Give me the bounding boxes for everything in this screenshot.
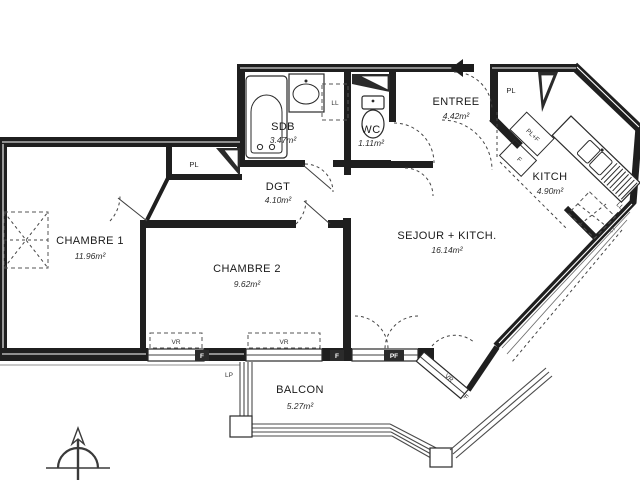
svg-text:9.62m²: 9.62m² bbox=[234, 279, 262, 289]
closet-f: F bbox=[498, 138, 538, 178]
svg-text:PF: PF bbox=[390, 353, 398, 360]
window-label: F bbox=[462, 393, 470, 401]
shutter-label: VR bbox=[443, 373, 455, 384]
svg-text:CHAMBRE 1: CHAMBRE 1 bbox=[56, 235, 124, 247]
svg-text:3.47m²: 3.47m² bbox=[270, 135, 298, 145]
sejour-door-arc bbox=[404, 167, 434, 197]
svg-text:WC: WC bbox=[361, 124, 380, 136]
room-labels: CHAMBRE 1 11.96m² CHAMBRE 2 9.62m² SDB 3… bbox=[56, 86, 567, 411]
washer-slot-sdb: LL bbox=[321, 83, 349, 121]
bathtub bbox=[245, 75, 288, 159]
sdb-door-leaf bbox=[302, 164, 332, 190]
svg-text:ENTREE: ENTREE bbox=[432, 96, 479, 108]
closet-pl-f: PL+F bbox=[509, 111, 555, 157]
door-arc bbox=[431, 334, 475, 347]
svg-text:BALCON: BALCON bbox=[276, 384, 324, 396]
svg-text:1.11m²: 1.11m² bbox=[358, 138, 385, 148]
duct-wedge-1 bbox=[216, 148, 240, 176]
svg-text:4.90m²: 4.90m² bbox=[537, 186, 565, 196]
svg-text:SEJOUR + KITCH.: SEJOUR + KITCH. bbox=[397, 230, 496, 242]
room-label-entree: ENTREE 4.42m² bbox=[432, 96, 479, 121]
cupboard-label: C bbox=[608, 226, 616, 235]
kitchen-boundary bbox=[496, 112, 567, 229]
balcony-railing bbox=[229, 211, 631, 468]
shutter-box-chambre2: VR bbox=[247, 332, 321, 349]
railing-post bbox=[429, 447, 453, 468]
window-chambre2 bbox=[245, 348, 323, 362]
appliance-bay: LL C bbox=[567, 190, 625, 240]
closet-pl-f-label: PL+F bbox=[524, 128, 540, 144]
south-wall-and-windows: VR VR F F PF bbox=[0, 315, 419, 366]
closet-f-label: F bbox=[515, 156, 523, 164]
kitchen-door-arc bbox=[441, 119, 493, 171]
window-sejour-diagonal: VR F bbox=[415, 334, 475, 401]
walls bbox=[0, 62, 640, 392]
room-label-kitch: KITCH 4.90m² bbox=[533, 171, 568, 196]
washbasin bbox=[288, 73, 325, 113]
chambre2-door-leaf bbox=[303, 200, 331, 225]
room-label-sdb: SDB 3.47m² bbox=[270, 121, 298, 145]
closet-label-2: PL bbox=[506, 86, 515, 95]
lp-label: LP bbox=[225, 372, 233, 379]
room-label-chambre1: CHAMBRE 1 11.96m² bbox=[56, 235, 124, 261]
closet-label-1: PL bbox=[189, 160, 198, 169]
duct-wedge-2 bbox=[538, 72, 558, 112]
room-label-chambre2: CHAMBRE 2 9.62m² bbox=[213, 263, 281, 289]
svg-text:5.27m²: 5.27m² bbox=[287, 401, 315, 411]
room-label-wc: WC 1.11m² bbox=[358, 124, 385, 148]
svg-text:16.14m²: 16.14m² bbox=[431, 245, 463, 255]
sdb-door-arc bbox=[304, 163, 334, 193]
window-tag-pf: PF bbox=[384, 350, 404, 361]
door-arc bbox=[384, 315, 419, 350]
washer-label-kitchen: LL bbox=[615, 201, 625, 211]
wc-basin bbox=[352, 74, 390, 92]
svg-text:F: F bbox=[200, 353, 204, 360]
washer-label: LL bbox=[331, 100, 339, 107]
shutter-label: VR bbox=[171, 339, 180, 346]
chambre2-door-arc bbox=[295, 199, 307, 225]
svg-text:11.96m²: 11.96m² bbox=[75, 251, 107, 261]
chambre1-door-arc bbox=[109, 195, 121, 222]
svg-text:SDB: SDB bbox=[271, 121, 295, 133]
door-arc bbox=[354, 315, 389, 350]
window-tag-f1: F bbox=[195, 350, 209, 361]
wc-door-arc bbox=[393, 122, 435, 164]
room-label-dgt: DGT 4.10m² bbox=[265, 181, 293, 205]
window-chambre1 bbox=[147, 348, 205, 362]
toilet bbox=[361, 95, 385, 139]
entrance-arrow-icon bbox=[451, 59, 474, 77]
svg-text:KITCH: KITCH bbox=[533, 171, 568, 183]
chambre1-door-leaf bbox=[117, 197, 148, 222]
kitchen-sink-counter bbox=[551, 115, 640, 203]
room-label-balcon: BALCON 5.27m² bbox=[276, 384, 324, 411]
shutter-label: VR bbox=[279, 339, 288, 346]
svg-text:4.42m²: 4.42m² bbox=[443, 111, 471, 121]
wardrobe-chambre1 bbox=[3, 211, 49, 269]
svg-text:F: F bbox=[335, 353, 339, 360]
svg-text:4.10m²: 4.10m² bbox=[265, 195, 293, 205]
railing-post bbox=[229, 415, 253, 438]
shutter-box-chambre1: VR bbox=[149, 332, 203, 349]
room-label-sejour: SEJOUR + KITCH. 16.14m² bbox=[397, 230, 496, 255]
svg-text:CHAMBRE 2: CHAMBRE 2 bbox=[213, 263, 281, 275]
svg-text:DGT: DGT bbox=[266, 181, 290, 193]
north-arrow-icon bbox=[46, 426, 110, 480]
window-tag-f2: F bbox=[330, 350, 344, 361]
